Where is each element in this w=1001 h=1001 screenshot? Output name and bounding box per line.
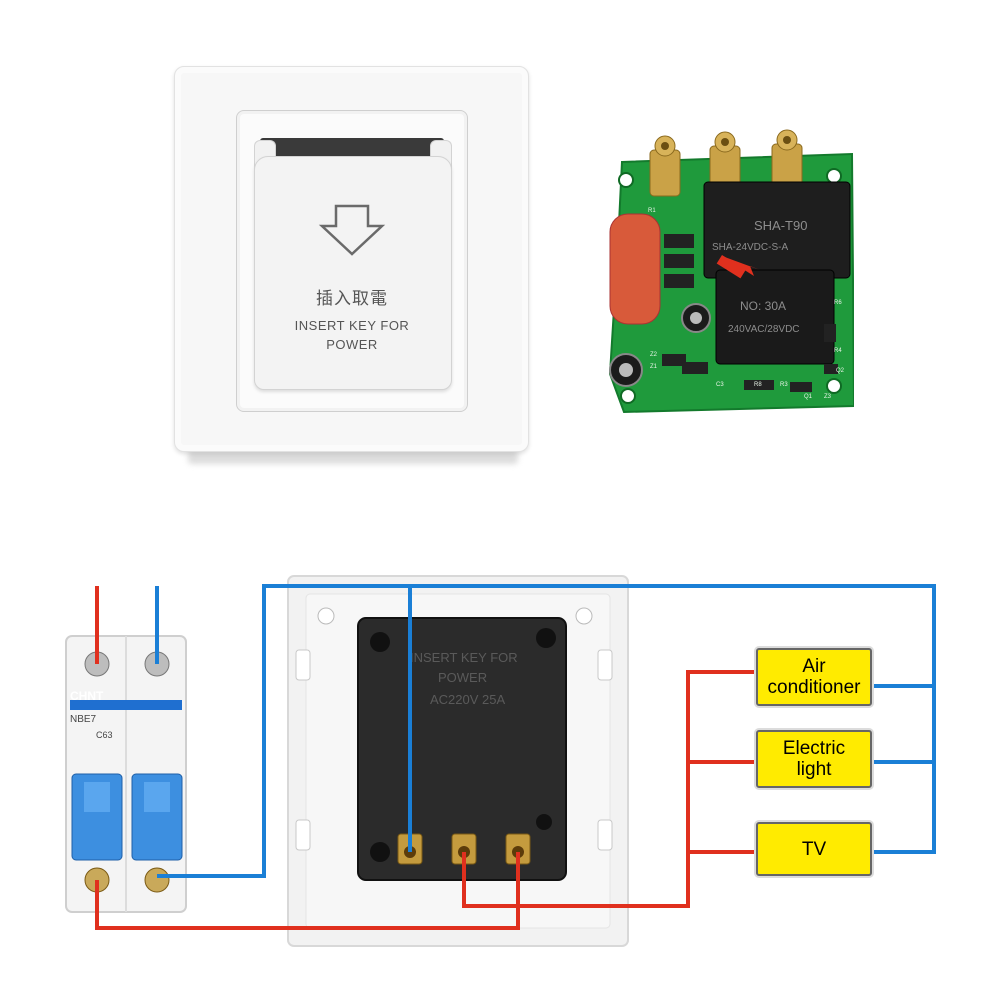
electric-light-box: Electric light (756, 730, 872, 788)
electric-light-line2: light (796, 759, 832, 780)
wire-neutral-main (157, 584, 936, 878)
air-conditioner-box: Air conditioner (756, 648, 872, 706)
pcb-mark: Z3 (824, 394, 832, 400)
breaker-model: NBE7 (70, 714, 97, 725)
air-conditioner-line2: conditioner (767, 677, 861, 698)
pcb-mark: Z1 (650, 364, 658, 370)
electric-light-line1: Electric (782, 738, 846, 759)
relay-pcb: SHA-T90 SHA-24VDC-S-A NO: 30A 240VAC/28V… (608, 129, 854, 414)
relay-bottom (715, 269, 835, 365)
pcb-mark: Q2 (836, 368, 845, 374)
screw-terminal (709, 131, 741, 193)
card-english-label: INSERT KEY FOR POWER (254, 316, 450, 354)
pcb-mark: R8 (754, 382, 762, 388)
pcb-mark: C3 (716, 382, 724, 388)
switch-shadow (188, 450, 518, 464)
key-card[interactable] (254, 156, 452, 390)
wire-live-to-ac (462, 670, 758, 908)
resistor (609, 213, 661, 325)
relay-bottom-no: NO: 30A (740, 299, 786, 313)
module-label-line3: AC220V 25A (430, 692, 505, 707)
breaker-rating: C63 (96, 730, 113, 740)
pcb-mark: Q1 (804, 394, 813, 400)
card-chinese-label: 插入取電 (316, 289, 388, 308)
card-english-line1: INSERT KEY FOR (294, 318, 410, 333)
pcb-mark: Z2 (650, 352, 658, 358)
pcb-hole (826, 378, 842, 394)
pcb-mark: R4 (834, 348, 842, 354)
live-wires (95, 586, 758, 930)
wire-live-to-module (95, 852, 520, 930)
card-english-line2: POWER (326, 337, 378, 352)
pcb-mark: R1 (648, 208, 656, 214)
tv-box: TV (756, 822, 872, 876)
pcb-hole (618, 172, 634, 188)
wire-neutral-tv (866, 686, 936, 854)
pcb-mark: R6 (834, 300, 842, 306)
relay-bottom-spec: 240VAC/28VDC (728, 324, 800, 335)
pcb-mark: R3 (780, 382, 788, 388)
module-label-line2: POWER (438, 670, 487, 685)
pcb-hole (620, 388, 636, 404)
tv-label: TV (801, 838, 827, 860)
relay-top-spec: SHA-24VDC-S-A (712, 242, 788, 253)
keycard-slot (260, 138, 444, 156)
relay-top-label: SHA-T90 (754, 218, 807, 233)
insert-arrow-icon (318, 204, 386, 256)
neutral-wires (155, 584, 936, 878)
screw-terminal (649, 135, 681, 197)
module-label-line1: INSERT KEY FOR (410, 650, 518, 665)
circuit-breaker (65, 635, 187, 913)
air-conditioner-line1: Air (802, 656, 826, 677)
breaker-brand: CHNT (70, 689, 104, 703)
